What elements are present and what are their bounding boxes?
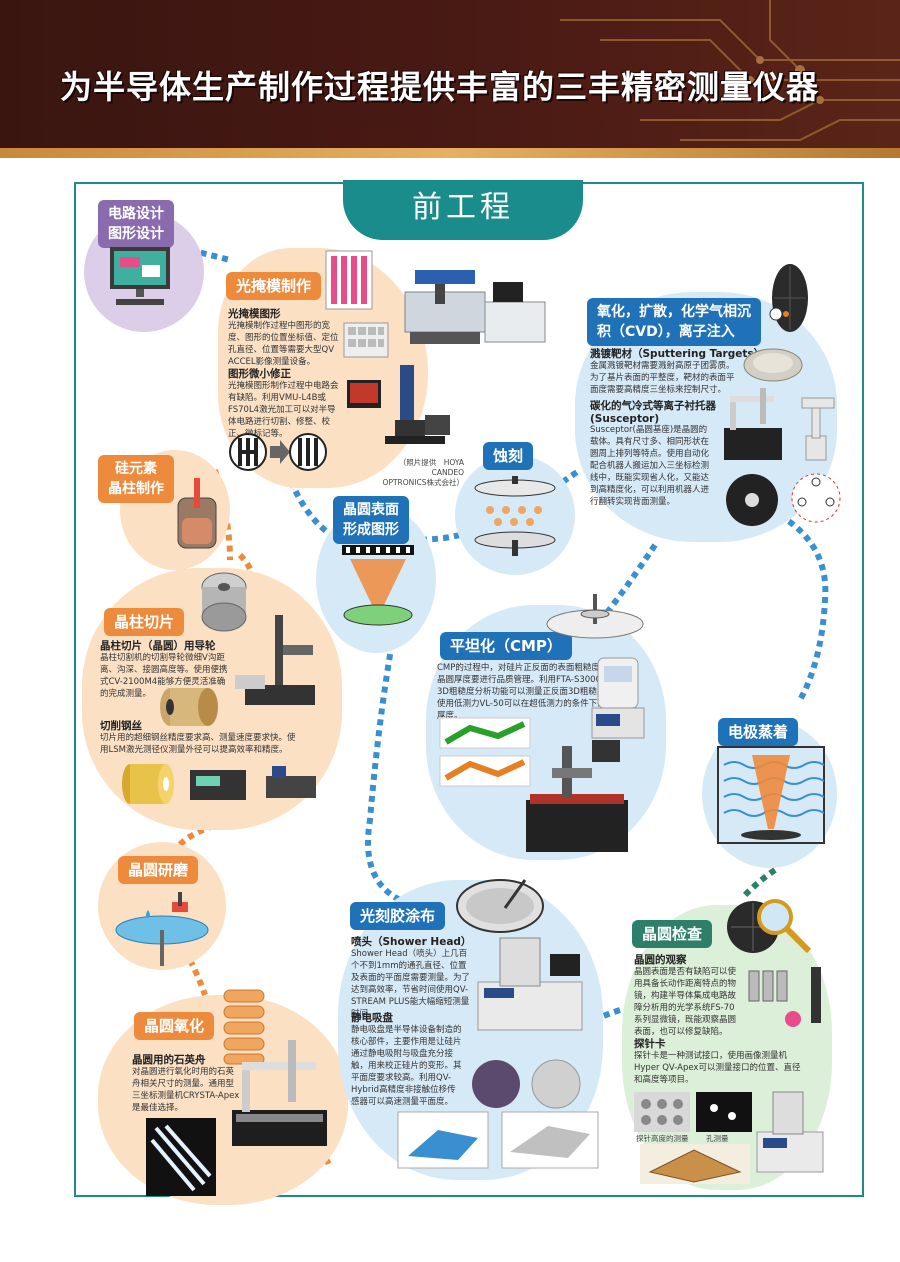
qv-accel-machine-icon [404, 270, 546, 344]
probe-card-icon [634, 1092, 752, 1132]
quartz-boat-icon [146, 1118, 216, 1196]
photoresist-text2: 静电吸盘是半导体设备制造的核心部件，主要作用是让硅片通过静电吸附与吸盘充分接触，… [351, 1025, 462, 1107]
flatness-result-icon [397, 1111, 599, 1169]
vl50-thickness-icon [591, 657, 645, 739]
cmp-pad-icon [546, 594, 644, 639]
probe-card-photo-icon [640, 1144, 750, 1184]
ingot-label: 晶柱切片 [104, 608, 185, 636]
contour-tracer-icon [235, 615, 315, 705]
grinding-icon [115, 892, 209, 966]
roller-photo-icon [160, 688, 218, 726]
sputtering-target-icon [743, 348, 803, 382]
header-banner: 为半导体生产制作过程提供丰富的三丰精密测量仪器 [0, 0, 900, 158]
electrostatic-chuck-icon [472, 1059, 581, 1109]
photoresist-text1: Shower Head（喷头）上几百个不到1mm的通孔直径、位置及表面的平面度需… [351, 949, 471, 1019]
cvd-sub1: 溅镀靶材（Sputtering Targets） [590, 348, 765, 360]
deposition-chamber-icon [717, 746, 825, 844]
electrode-label: 电极蒸着 [718, 718, 799, 746]
cvd-sub2: 碳化的气冷式等离子衬托器(Susceptor) [590, 400, 716, 425]
photomask-sub1: 光掩模图形 [228, 308, 281, 320]
fs70-microscope-icon [748, 967, 821, 1027]
photoresist-sub1: 喷头（Shower Head） [351, 936, 472, 948]
ingot-sub2: 切削钢丝 [100, 720, 142, 732]
wire-spool-icon [122, 764, 174, 804]
spin-coater-icon [456, 879, 544, 933]
oxidation-label: 晶圆氧化 [134, 1012, 215, 1040]
inspection-text2: 探针卡是一种测试接口，使用画像测量机Hyper QV-Apex可以测量接口的位置… [634, 1051, 801, 1085]
guide-roller-icon [201, 572, 247, 632]
pattern-correction-icon [229, 433, 327, 471]
cmm-crysta-icon [232, 1040, 327, 1146]
photomask-label: 光掩模制作 [226, 272, 322, 300]
hyper-qv-apex-icon [756, 1091, 824, 1173]
qv-stream-icon [477, 937, 583, 1031]
circuit-design-label: 电路设计图形设计 [98, 200, 174, 248]
cvd-text2: Susceptor(晶圆基座)是晶圆的载体。具有尺寸多、相同形状在圆周上排列等特… [590, 425, 710, 507]
silicon-label: 硅元素晶柱制作 [98, 455, 174, 503]
inspection-label: 晶圆检查 [632, 920, 713, 948]
patterning-label: 晶圆表面形成图形 [333, 496, 409, 544]
susceptor-icon [726, 473, 841, 526]
computer-icon [110, 247, 170, 305]
phase-tab: 前工程 [343, 180, 583, 240]
photomask-plate-icon [325, 250, 373, 310]
photomask-sub2: 图形微小修正 [228, 368, 291, 380]
cvd-text1: 金属溅镀靶材需要溅射高原子团雾质。为了基片表面的平整度，靶材的表面平面度需要高精… [590, 361, 735, 395]
magnifier-wafer-icon [727, 899, 812, 954]
wafer-target-icon [769, 264, 808, 332]
lithography-icon [342, 545, 414, 626]
photomask-text1: 光掩模制作过程中图形的宽度、图形的位置坐标值、定位孔直径、位置等需要大型QV A… [228, 321, 339, 367]
inspection-sub2: 探针卡 [634, 1038, 666, 1050]
etching-icon [474, 476, 556, 556]
photoresist-sub2: 静电吸盘 [351, 1012, 393, 1024]
photomask-text2: 光掩模图形制作过程中电路会有缺陷。利用VMU-L4B或FS70L4激光加工可以对… [228, 381, 339, 439]
crucible-icon [177, 478, 217, 549]
cmp-text1: CMP的过程中，对硅片正反面的表面粗糙度和晶圆厚度要进行品质管理。利用FTA-S… [437, 663, 615, 721]
inspection-cap1: 探针高度的测量 [636, 1134, 689, 1143]
laser-repair-machine-icon [347, 365, 450, 444]
cmp-label: 平坦化（CMP） [440, 632, 572, 660]
roughness-plot-icon [439, 717, 531, 787]
cvd-label: 氧化，扩散，化学气相沉积（CVD），离子注入 [587, 298, 761, 346]
mask-tray-icon [343, 322, 389, 358]
inspection-sub1: 晶圆的观察 [634, 954, 687, 966]
inspection-cap2: 孔测量 [706, 1134, 729, 1143]
etching-label: 蚀刻 [483, 442, 534, 470]
page-title: 为半导体生产制作过程提供丰富的三丰精密测量仪器 [60, 68, 820, 106]
fta-s3000-icon [526, 740, 628, 852]
ingot-text2: 切片用的超细钢丝精度要求高、测量速度要求快。使用LSM激光测径仪测量外径可以提高… [100, 733, 296, 755]
grinding-label: 晶圆研磨 [118, 856, 199, 884]
circuit-decoration [560, 0, 900, 141]
quartz-tower-icon [223, 989, 265, 1065]
header-stripe [0, 148, 900, 158]
cmm-robot-icon [724, 388, 835, 461]
ingot-sub1: 晶柱切片（晶圆）用导轮 [100, 640, 216, 652]
inspection-text1: 晶圆表面是否有缺陷可以使用具备长动作距离特点的物镜，构建半导体集成电路故障分析用… [634, 967, 737, 1037]
oxidation-text1: 对晶圆进行氧化时用的石英舟相关尺寸的测量。通用型三坐标测量机CRYSTA-Ape… [132, 1067, 240, 1113]
ingot-text1: 晶柱切割机的切割导轮微细V沟距离、沟深、接圆高度等。使用便携式CV-2100M4… [100, 653, 228, 699]
oxidation-sub1: 晶圆用的石英舟 [132, 1054, 206, 1066]
photoresist-label: 光刻胶涂布 [350, 902, 446, 930]
laser-scan-micrometer-icon [190, 766, 316, 800]
